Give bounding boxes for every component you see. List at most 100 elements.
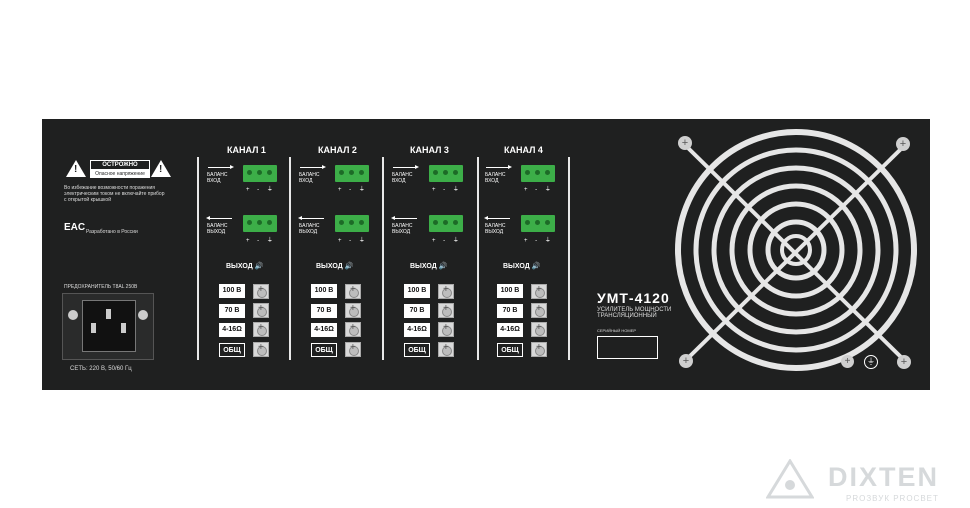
screw-terminal-icon[interactable] [345, 284, 361, 299]
terminal-signs: + - ⏚ [246, 187, 276, 193]
output-arrow-icon [298, 216, 324, 220]
channel-1-output-terminal[interactable] [243, 215, 277, 232]
power-inlet-housing [62, 293, 154, 360]
output-arrow-icon [391, 216, 417, 220]
warning-triangle-icon: ! [66, 160, 86, 177]
fan-screw-icon: + [897, 355, 911, 369]
warning-text-1: Во избежание возможности поражения [64, 185, 155, 191]
terminal-signs: + - ⏚ [338, 187, 368, 193]
warning-title: ОСТРОЖНО [90, 160, 150, 170]
screw-terminal-icon[interactable] [531, 284, 547, 299]
watermark-brand: DIXTEN [828, 462, 940, 492]
screw-terminal-icon[interactable] [531, 303, 547, 318]
channel-3-title: КАНАЛ 3 [410, 145, 449, 155]
made-in-label: Разработано в России [86, 229, 138, 235]
fan-screw-icon: + [678, 136, 692, 150]
model-name: УМТ-4120 [597, 290, 670, 306]
fan-screw-icon: + [679, 354, 693, 368]
tap-4-16ohm: 4-16Ω [311, 323, 337, 337]
iec-socket-icon[interactable] [82, 300, 136, 352]
tap-100v: 100 В [219, 284, 245, 298]
terminal-signs: + - ⏚ [432, 187, 462, 193]
channel-4-output-label: ВЫХОД 🔊 [503, 263, 541, 270]
serial-label: СЕРИЙНЫЙ НОМЕР [597, 328, 637, 333]
fan-screw-icon: + [896, 137, 910, 151]
tap-common: ОБЩ [311, 343, 337, 357]
input-arrow-icon [393, 165, 419, 169]
tap-4-16ohm: 4-16Ω [219, 323, 245, 337]
terminal-signs: + - ⏚ [524, 238, 554, 244]
input-arrow-icon [300, 165, 326, 169]
screw-terminal-icon[interactable] [253, 303, 269, 318]
screw-terminal-icon[interactable] [345, 322, 361, 337]
screw-terminal-icon[interactable] [253, 284, 269, 299]
screw-terminal-icon[interactable] [438, 303, 454, 318]
screw-terminal-icon[interactable] [253, 342, 269, 357]
model-desc-2: ТРАНСЛЯЦИОННЫЙ [597, 313, 657, 319]
tap-70v: 70 В [219, 304, 245, 318]
tap-common: ОБЩ [404, 343, 430, 357]
tap-100v: 100 В [311, 284, 337, 298]
fan-grille-icon [675, 129, 917, 371]
channel-1-output-label: ВЫХОД 🔊 [226, 263, 264, 270]
tap-100v: 100 В [404, 284, 430, 298]
model-desc-1: УСИЛИТЕЛЬ МОЩНОСТИ [597, 307, 672, 313]
separator [289, 157, 291, 360]
separator [197, 157, 199, 360]
warning-text-2: электрическим током не включайте прибор [64, 191, 165, 197]
input-arrow-icon [486, 165, 512, 169]
channel-2-output-label: ВЫХОД 🔊 [316, 263, 354, 270]
channel-4-title: КАНАЛ 4 [504, 145, 543, 155]
output-arrow-icon [206, 216, 232, 220]
warning-subtitle: Опасное напряжение [90, 170, 150, 178]
separator [382, 157, 384, 360]
terminal-signs: + - ⏚ [246, 238, 276, 244]
channel-4-input-terminal[interactable] [521, 165, 555, 182]
tap-4-16ohm: 4-16Ω [404, 323, 430, 337]
screw-terminal-icon[interactable] [531, 342, 547, 357]
ground-screw-icon[interactable]: + [841, 355, 854, 368]
separator [477, 157, 479, 360]
mains-label: СЕТЬ: 220 В, 50/60 Гц [70, 366, 132, 372]
channel-3-output-label: ВЫХОД 🔊 [410, 263, 448, 270]
channel-1-title: КАНАЛ 1 [227, 145, 266, 155]
channel-2-output-terminal[interactable] [335, 215, 369, 232]
tap-70v: 70 В [404, 304, 430, 318]
eac-mark: EAC [64, 222, 86, 233]
screw-terminal-icon[interactable] [438, 342, 454, 357]
tap-70v: 70 В [311, 304, 337, 318]
screw-terminal-icon[interactable] [531, 322, 547, 337]
channel-3-input-terminal[interactable] [429, 165, 463, 182]
tap-70v: 70 В [497, 304, 523, 318]
output-arrow-icon [484, 216, 510, 220]
screw-terminal-icon[interactable] [438, 322, 454, 337]
tap-4-16ohm: 4-16Ω [497, 323, 523, 337]
ground-symbol-icon: ⏚ [864, 355, 878, 369]
terminal-signs: + - ⏚ [432, 238, 462, 244]
screw-terminal-icon[interactable] [345, 342, 361, 357]
warning-text-3: с открытой крышкой [64, 197, 111, 203]
screw-terminal-icon[interactable] [253, 322, 269, 337]
input-arrow-icon [208, 165, 234, 169]
screw-terminal-icon[interactable] [438, 284, 454, 299]
screw-terminal-icon[interactable] [345, 303, 361, 318]
separator [568, 157, 570, 360]
dixten-logo-icon [766, 459, 814, 499]
channel-2-title: КАНАЛ 2 [318, 145, 357, 155]
tap-common: ОБЩ [219, 343, 245, 357]
terminal-signs: + - ⏚ [338, 238, 368, 244]
watermark-tagline: PROЗВУК PROСВЕТ [846, 494, 939, 503]
fuse-label: ПРЕДОХРАНИТЕЛЬ T8AL 250В [64, 284, 138, 290]
warning-triangle-icon-right: ! [151, 160, 171, 177]
terminal-signs: + - ⏚ [524, 187, 554, 193]
channel-2-input-terminal[interactable] [335, 165, 369, 182]
channel-1-input-terminal[interactable] [243, 165, 277, 182]
channel-4-output-terminal[interactable] [521, 215, 555, 232]
channel-3-output-terminal[interactable] [429, 215, 463, 232]
